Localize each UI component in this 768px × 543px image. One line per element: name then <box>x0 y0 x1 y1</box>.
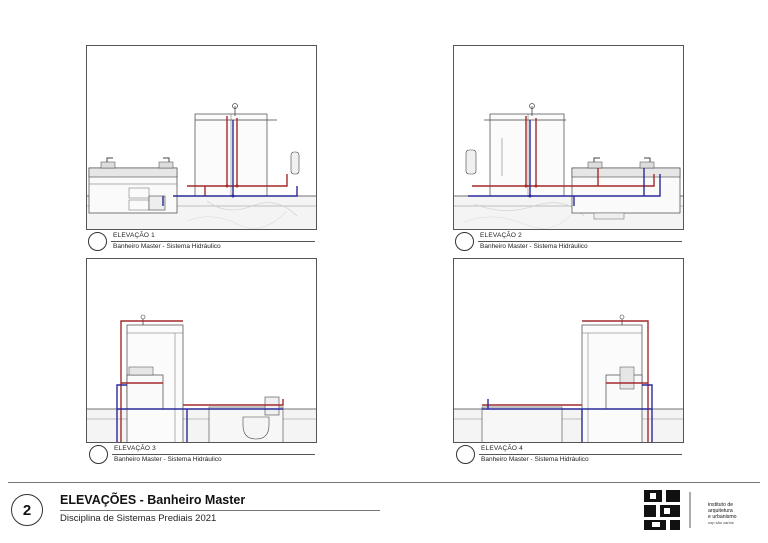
elevation-4-marker <box>456 445 475 464</box>
elevation-3-marker <box>89 445 108 464</box>
elevation-3-caption-rule <box>112 454 315 455</box>
elevation-1-title: ELEVAÇÃO 1 <box>113 232 155 239</box>
institution-logo <box>640 488 740 532</box>
title-block-rule <box>8 482 760 483</box>
sheet-title: ELEVAÇÕES - Banheiro Master <box>60 493 246 507</box>
sheet-subtitle: Disciplina de Sistemas Prediais 2021 <box>60 513 217 524</box>
logo-line-3: e urbanismo <box>708 514 737 520</box>
elevation-3-title: ELEVAÇÃO 3 <box>114 445 156 452</box>
sheet-title-rule <box>60 510 380 511</box>
elevation-3-drawing <box>87 314 316 442</box>
elevation-4-title: ELEVAÇÃO 4 <box>481 445 523 452</box>
elevation-3-subtitle: Banheiro Master - Sistema Hidráulico <box>114 456 222 463</box>
elevation-2-caption-rule <box>478 241 682 242</box>
elevation-1-drawing <box>87 103 316 229</box>
elevation-4-frame <box>453 258 684 443</box>
elevation-4-subtitle: Banheiro Master - Sistema Hidráulico <box>481 456 589 463</box>
logo-line-2: arquitetura <box>708 508 733 514</box>
sheet-number: 2 <box>11 494 43 526</box>
logo-line-1: instituto de <box>708 502 734 508</box>
elevation-2-subtitle: Banheiro Master - Sistema Hidráulico <box>480 243 588 250</box>
elevation-4-caption-rule <box>479 454 682 455</box>
elevation-3-frame <box>86 258 317 443</box>
elevation-1-frame <box>86 45 317 230</box>
institution-name: instituto de arquitetura e urbanismo usp… <box>708 502 744 526</box>
elevation-2-title: ELEVAÇÃO 2 <box>480 232 522 239</box>
elevation-2-frame <box>453 45 684 230</box>
elevation-2-marker <box>455 232 474 251</box>
logo-mark-icon <box>644 490 691 530</box>
elevation-2-drawing <box>454 103 683 229</box>
logo-line-small: usp são carlos <box>708 520 734 525</box>
elevation-1-caption-rule <box>111 241 315 242</box>
elevation-1-subtitle: Banheiro Master - Sistema Hidráulico <box>113 243 221 250</box>
elevation-4-drawing <box>454 314 683 442</box>
elevation-1-marker <box>88 232 107 251</box>
